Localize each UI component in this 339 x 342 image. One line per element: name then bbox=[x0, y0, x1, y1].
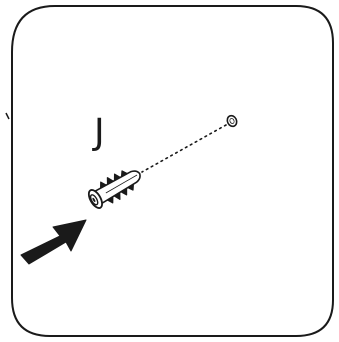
wall-anchor-icon bbox=[87, 170, 141, 209]
step-letter: J bbox=[92, 112, 105, 153]
drill-hole-icon bbox=[226, 114, 238, 128]
panel-frame bbox=[11, 5, 334, 337]
insertion-path bbox=[141, 124, 227, 173]
push-arrow-icon bbox=[20, 219, 87, 265]
edge-tick-mark bbox=[5, 112, 10, 120]
